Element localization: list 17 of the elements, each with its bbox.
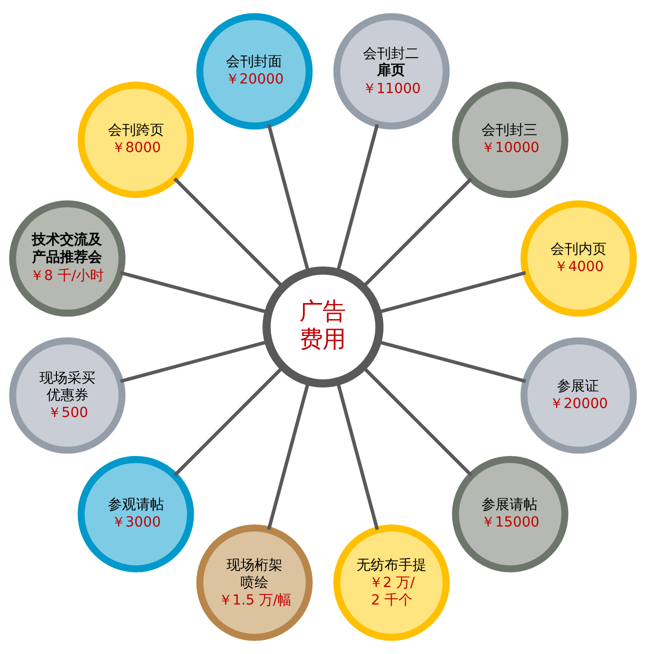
node-circle: 技术交流及产品推荐会 ￥8 千/小时 <box>9 200 126 317</box>
node-circle: 会刊内页 ￥4000 <box>520 200 637 317</box>
node-circle: 会刊封面 ￥20000 <box>196 13 313 130</box>
node-circle: 参展证 ￥20000 <box>520 337 637 454</box>
node-circle: 现场桁架喷绘 ￥1.5 万/幅 <box>196 524 313 641</box>
node-circle: 会刊跨页 ￥8000 <box>78 82 194 198</box>
connector <box>362 366 473 477</box>
node-circle: 无纺布手提 ￥2 万/2 千个 <box>333 524 450 641</box>
node-circle: 参展请帖 ￥15000 <box>452 456 568 572</box>
node-circle: 现场采买优惠券 ￥500 <box>9 337 126 454</box>
connector <box>173 177 284 288</box>
node-circle: 会刊封三 ￥10000 <box>452 82 568 198</box>
connector <box>173 366 284 477</box>
connector <box>362 177 473 288</box>
node-circle: 会刊封二扉页 ￥11000 <box>333 13 450 130</box>
node-circle: 广告费用 <box>262 266 384 388</box>
node-circle: 参观请帖 ￥3000 <box>78 456 194 572</box>
